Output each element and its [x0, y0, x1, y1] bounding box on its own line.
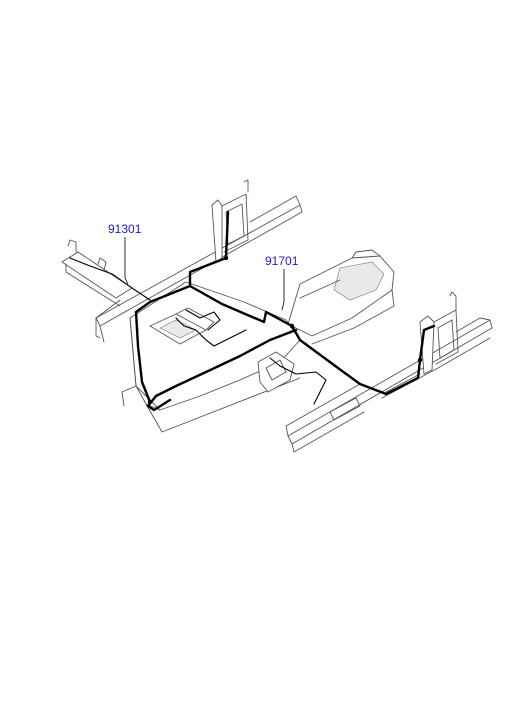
part-number-label: 91701: [265, 254, 299, 268]
connector-dot: [223, 255, 229, 261]
connector-dot: [147, 399, 153, 405]
left-side-sill: [95, 195, 303, 343]
callout-91301: 91301: [108, 222, 142, 285]
leader-line: [124, 237, 129, 285]
harness-rear-lead: [269, 357, 327, 405]
harness-main-run: [188, 210, 436, 396]
center-tunnel: [287, 249, 395, 345]
floor-panel-structure: [61, 179, 493, 453]
harness-front-lead: [69, 257, 151, 301]
callout-91701: 91701: [265, 254, 299, 311]
wiring-harness: [69, 210, 436, 412]
part-number-label: 91301: [108, 222, 142, 236]
leader-line: [281, 269, 285, 311]
harness-branch-loop: [185, 309, 221, 331]
connector-dot: [289, 323, 295, 329]
harness-front-branch: [134, 284, 192, 404]
connector-dot: [417, 357, 423, 363]
front-left-rail: [61, 239, 133, 307]
right-pillar-bracket: [419, 291, 459, 375]
right-side-sill: [285, 317, 493, 453]
harness-seat-lead: [175, 317, 247, 347]
harness-floor-branch: [146, 328, 298, 412]
